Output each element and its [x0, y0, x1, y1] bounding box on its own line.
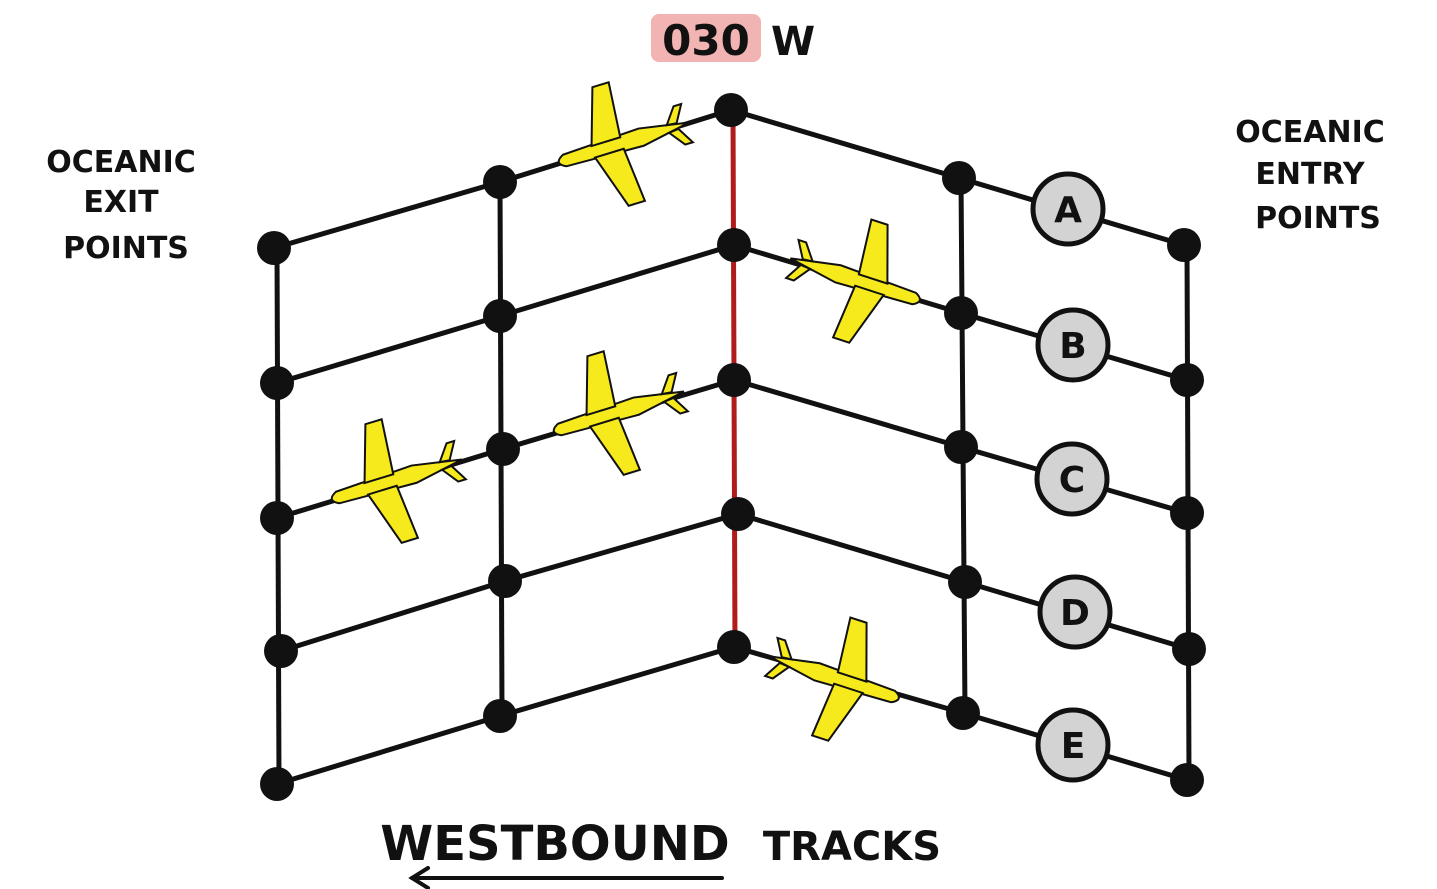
track-letter: E	[1061, 726, 1086, 767]
westbound-label: WESTBOUND	[380, 816, 729, 872]
track-letter: D	[1060, 593, 1090, 634]
track-circle	[1035, 707, 1111, 783]
entry-label-line-1: OCEANIC	[1235, 115, 1385, 150]
westbound-arrow	[408, 866, 724, 889]
waypoint	[483, 699, 517, 733]
waypoint	[1170, 763, 1204, 797]
tracks-label: TRACKS	[763, 824, 941, 870]
waypoint	[717, 228, 751, 262]
track-letter: A	[1054, 190, 1082, 231]
waypoint	[483, 299, 517, 333]
track-circle	[1037, 574, 1113, 650]
exit-label-line-3: POINTS	[63, 231, 189, 266]
waypoint	[260, 366, 294, 400]
track-label-d: D	[1037, 574, 1113, 650]
waypoint	[260, 767, 294, 801]
waypoint	[948, 565, 982, 599]
track-circle	[1030, 171, 1106, 247]
waypoints	[257, 93, 1206, 801]
track-label-a: A	[1030, 171, 1106, 247]
waypoint	[260, 501, 294, 535]
entry-points-label: OCEANIC ENTRY POINTS	[1235, 115, 1385, 236]
exit-label-line-1: OCEANIC	[46, 145, 196, 180]
track-letter: B	[1059, 326, 1086, 367]
meridian-suffix: W	[771, 19, 815, 65]
waypoint	[264, 634, 298, 668]
track-circle	[1035, 307, 1111, 383]
track-letter: C	[1059, 460, 1085, 501]
waypoint	[942, 161, 976, 195]
waypoint	[721, 497, 755, 531]
waypoint	[1167, 228, 1201, 262]
airplane-icon	[534, 331, 704, 492]
waypoint	[717, 630, 751, 664]
waypoint	[1170, 496, 1204, 530]
waypoint	[257, 231, 291, 265]
waypoint	[1172, 632, 1206, 666]
entry-label-line-3: POINTS	[1255, 201, 1381, 236]
waypoint	[944, 296, 978, 330]
airplane-icon	[749, 596, 919, 759]
track-label-b: B	[1035, 307, 1111, 383]
waypoint	[488, 564, 522, 598]
waypoint	[946, 696, 980, 730]
meridian-highlight	[651, 14, 761, 62]
waypoint	[1170, 363, 1204, 397]
waypoint	[717, 363, 751, 397]
airplane-icon	[539, 62, 709, 223]
exit-points-label: OCEANIC EXIT POINTS	[46, 145, 196, 266]
waypoint	[944, 430, 978, 464]
waypoint	[486, 432, 520, 466]
airplane-icon	[770, 198, 940, 361]
airplane-icon	[312, 399, 482, 560]
entry-label-line-2: ENTRY	[1255, 157, 1366, 192]
exit-label-line-2: EXIT	[83, 185, 159, 220]
meridian-value: 030	[662, 16, 750, 65]
track-circle	[1034, 441, 1110, 517]
waypoint	[483, 165, 517, 199]
waypoint	[714, 93, 748, 127]
track-label-e: E	[1035, 707, 1111, 783]
track-label-c: C	[1034, 441, 1110, 517]
